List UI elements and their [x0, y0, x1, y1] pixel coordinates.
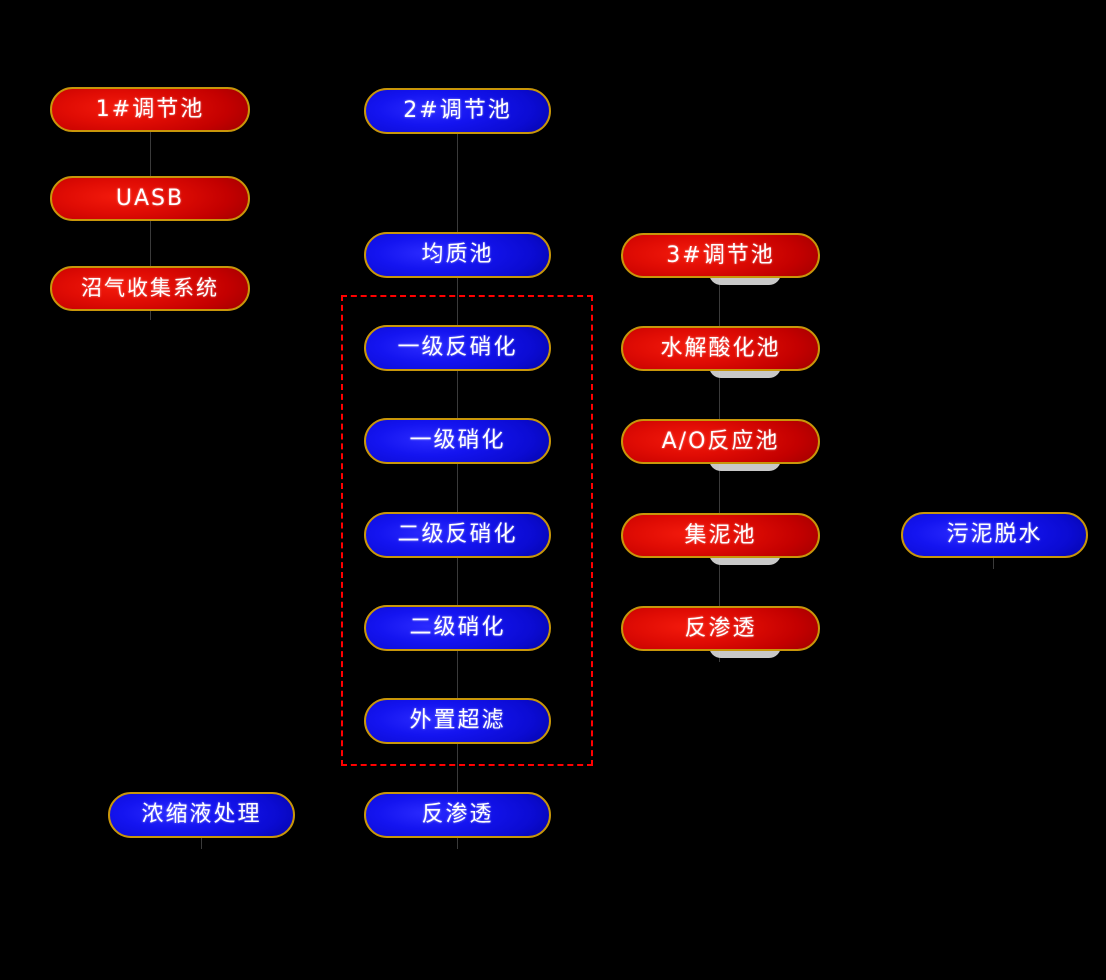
node-label: 浓缩液处理	[141, 802, 262, 827]
node-label: 二级反硝化	[397, 522, 518, 547]
node-n17[interactable]: 反渗透	[621, 606, 820, 651]
node-label: 沼气收集系统	[81, 276, 219, 300]
conn-right-2	[719, 370, 720, 420]
node-label: 反渗透	[684, 615, 757, 641]
node-n7[interactable]: 一级硝化	[364, 418, 551, 464]
node-n16[interactable]: 集泥池	[621, 513, 820, 558]
conn-mid-3	[457, 370, 458, 419]
node-label: 污泥脱水	[946, 522, 1043, 547]
node-label: 一级硝化	[409, 428, 506, 453]
conn-far-right	[993, 557, 994, 569]
conn-left-3	[150, 310, 151, 320]
node-n1[interactable]: 1#调节池	[50, 87, 250, 132]
conn-mid-2	[457, 277, 458, 326]
conn-right-1	[719, 277, 720, 327]
conn-mid-8	[457, 837, 458, 849]
node-label: 3#调节池	[666, 242, 775, 268]
conn-mid-5	[457, 557, 458, 606]
node-n13[interactable]: 3#调节池	[621, 233, 820, 278]
node-label: 集泥池	[684, 522, 757, 548]
node-label: 2#调节池	[403, 98, 512, 123]
node-n5[interactable]: 均质池	[364, 232, 551, 278]
node-n4[interactable]: 2#调节池	[364, 88, 551, 134]
node-label: 水解酸化池	[660, 335, 781, 361]
conn-left-1	[150, 131, 151, 177]
node-label: 二级硝化	[409, 615, 506, 640]
node-label: 外置超滤	[409, 708, 506, 733]
node-n14[interactable]: 水解酸化池	[621, 326, 820, 371]
node-n3[interactable]: 沼气收集系统	[50, 266, 250, 311]
node-n11[interactable]: 反渗透	[364, 792, 551, 838]
conn-mid-7	[457, 743, 458, 793]
conn-mid-1	[457, 133, 458, 233]
conn-right-4	[719, 557, 720, 607]
conn-right-3	[719, 463, 720, 514]
node-n18[interactable]: 污泥脱水	[901, 512, 1088, 558]
node-label: 均质池	[421, 242, 494, 267]
conn-mid-6	[457, 650, 458, 699]
node-n10[interactable]: 外置超滤	[364, 698, 551, 744]
node-n6[interactable]: 一级反硝化	[364, 325, 551, 371]
node-n8[interactable]: 二级反硝化	[364, 512, 551, 558]
conn-mid-4	[457, 463, 458, 513]
conn-left-2	[150, 220, 151, 267]
node-label: 反渗透	[421, 802, 494, 827]
node-n15[interactable]: A/O反应池	[621, 419, 820, 464]
node-label: A/O反应池	[661, 428, 780, 454]
node-n12[interactable]: 浓缩液处理	[108, 792, 295, 838]
node-n2[interactable]: UASB	[50, 176, 250, 221]
node-label: 1#调节池	[95, 96, 205, 122]
conn-nongsuo	[201, 837, 202, 849]
node-n9[interactable]: 二级硝化	[364, 605, 551, 651]
node-label: UASB	[115, 185, 185, 211]
node-label: 一级反硝化	[397, 335, 518, 360]
